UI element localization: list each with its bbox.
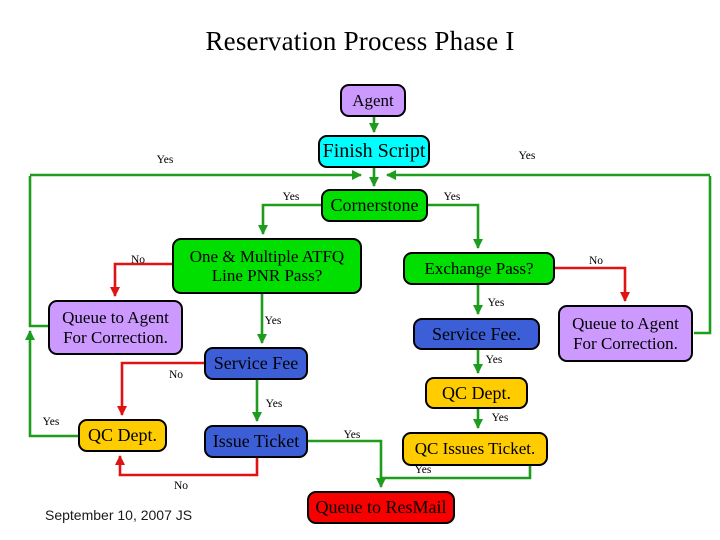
edge-label-yes: Yes [491,412,509,424]
node-label: Agent [352,90,394,110]
node-qc-dept-right: QC Dept. [425,377,528,409]
slide-footer-date: September 10, 2007 JS [45,507,193,523]
flow-edge-green [694,176,712,335]
node-label: For Correction. [63,327,168,347]
edge-label-yes: Yes [487,297,505,309]
node-label: Queue to ResMail [315,497,447,518]
node-exchange-pass: Exchange Pass? [403,252,555,285]
edge-label-yes: Yes [414,464,432,476]
node-label: QC Dept. [88,425,157,446]
flow-edge-green [428,203,483,249]
edge-label-yes: Yes [443,191,461,203]
node-label: Queue to Agent [572,314,679,334]
flow-edge-red [110,262,172,297]
edge-label-no: No [130,254,146,266]
node-service-fee-left: Service Fee [204,347,308,380]
edge-label-no: No [168,369,184,381]
edge-label-yes: Yes [156,154,174,166]
flow-edge-green [28,176,48,328]
node-queue-to-resmail: Queue to ResMail [307,491,455,524]
flow-edge-green [382,466,532,480]
node-agent: Agent [340,84,406,117]
flow-edge-red [117,361,204,416]
node-service-fee-right: Service Fee. [413,318,540,350]
flow-edge-green [25,330,78,438]
edge-label-yes: Yes [485,354,503,366]
node-label: Queue to Agent [62,308,169,328]
node-finish-script: Finish Script [318,135,430,168]
node-issue-ticket: Issue Ticket [204,425,308,458]
edge-label-yes: Yes [264,315,282,327]
node-qc-issues-ticket: QC Issues Ticket. [402,432,548,466]
flow-edge-green [308,439,386,488]
node-label: Exchange Pass? [424,258,534,278]
edge-label-yes: Yes [518,150,536,162]
node-cornerstone: Cornerstone [321,189,428,222]
edge-label-yes: Yes [265,398,283,410]
node-qc-dept-left: QC Dept. [78,419,167,452]
node-label: Cornerstone [330,195,419,216]
slide-title: Reservation Process Phase I [205,26,515,56]
node-label: QC Issues Ticket. [414,439,536,459]
node-label: For Correction. [573,333,678,353]
edge-label-no: No [173,480,189,492]
node-label: Service Fee. [432,323,521,344]
node-label: One & Multiple ATFQ [189,246,345,266]
node-label: Service Fee [213,353,299,374]
flow-edge-red [555,266,630,302]
node-label: Line PNR Pass? [211,266,323,285]
edge-label-yes: Yes [282,191,300,203]
edge-label-yes: Yes [42,416,60,428]
node-label: Finish Script [322,140,426,163]
node-label: Issue Ticket [212,431,300,452]
edge-label-no: No [588,255,604,267]
edge-label-yes: Yes [343,429,361,441]
node-label: QC Dept. [442,382,511,403]
flow-edge-red [115,455,259,477]
flow-edge-green [258,203,321,235]
